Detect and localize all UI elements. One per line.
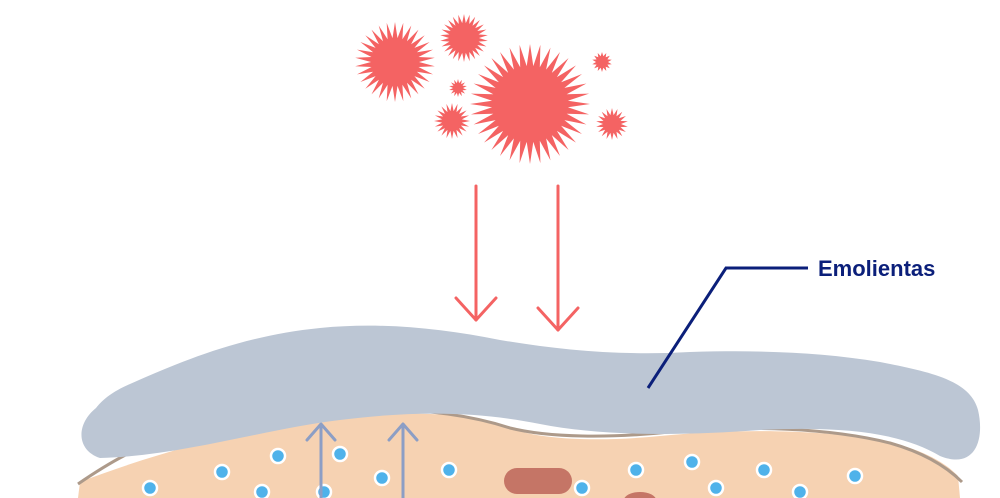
- spiky-particle-icon: [470, 44, 590, 164]
- spiky-particle-icon: [596, 108, 628, 140]
- irritant-entry-arrows: [454, 184, 580, 332]
- water-loss-arrow: [305, 422, 337, 498]
- skin-cell: [624, 492, 656, 498]
- skin-layer: [78, 413, 960, 498]
- water-loss-arrows: [305, 422, 419, 498]
- water-droplet-icon: [755, 461, 773, 479]
- irritant-particles: [355, 14, 628, 164]
- spiky-particle-icon: [440, 14, 488, 62]
- water-droplet-icon: [373, 469, 391, 487]
- water-droplet-icon: [253, 483, 271, 498]
- skin-cell: [504, 468, 572, 494]
- water-droplets: [141, 445, 864, 498]
- irritant-entry-arrow: [536, 184, 580, 332]
- water-droplet-icon: [141, 479, 159, 497]
- water-loss-arrow: [387, 422, 419, 498]
- water-droplet-icon: [846, 467, 864, 485]
- spiky-particle-icon: [449, 79, 467, 97]
- water-droplet-icon: [683, 453, 701, 471]
- water-droplet-icon: [269, 447, 287, 465]
- emollient-barrier-layer: [81, 325, 981, 460]
- water-droplet-icon: [573, 479, 591, 497]
- spiky-particle-icon: [592, 52, 612, 72]
- water-droplet-icon: [791, 483, 809, 498]
- water-droplet-icon: [440, 461, 458, 479]
- water-droplet-icon: [627, 461, 645, 479]
- spiky-particle-icon: [355, 22, 435, 102]
- water-droplet-icon: [331, 445, 349, 463]
- spiky-particle-icon: [434, 103, 470, 139]
- water-droplet-icon: [315, 483, 333, 498]
- water-droplet-icon: [213, 463, 231, 481]
- water-droplet-icon: [707, 479, 725, 497]
- emollient-label: Emolientas: [818, 256, 935, 281]
- label-leader-line: [646, 266, 808, 389]
- irritant-entry-arrow: [454, 184, 498, 322]
